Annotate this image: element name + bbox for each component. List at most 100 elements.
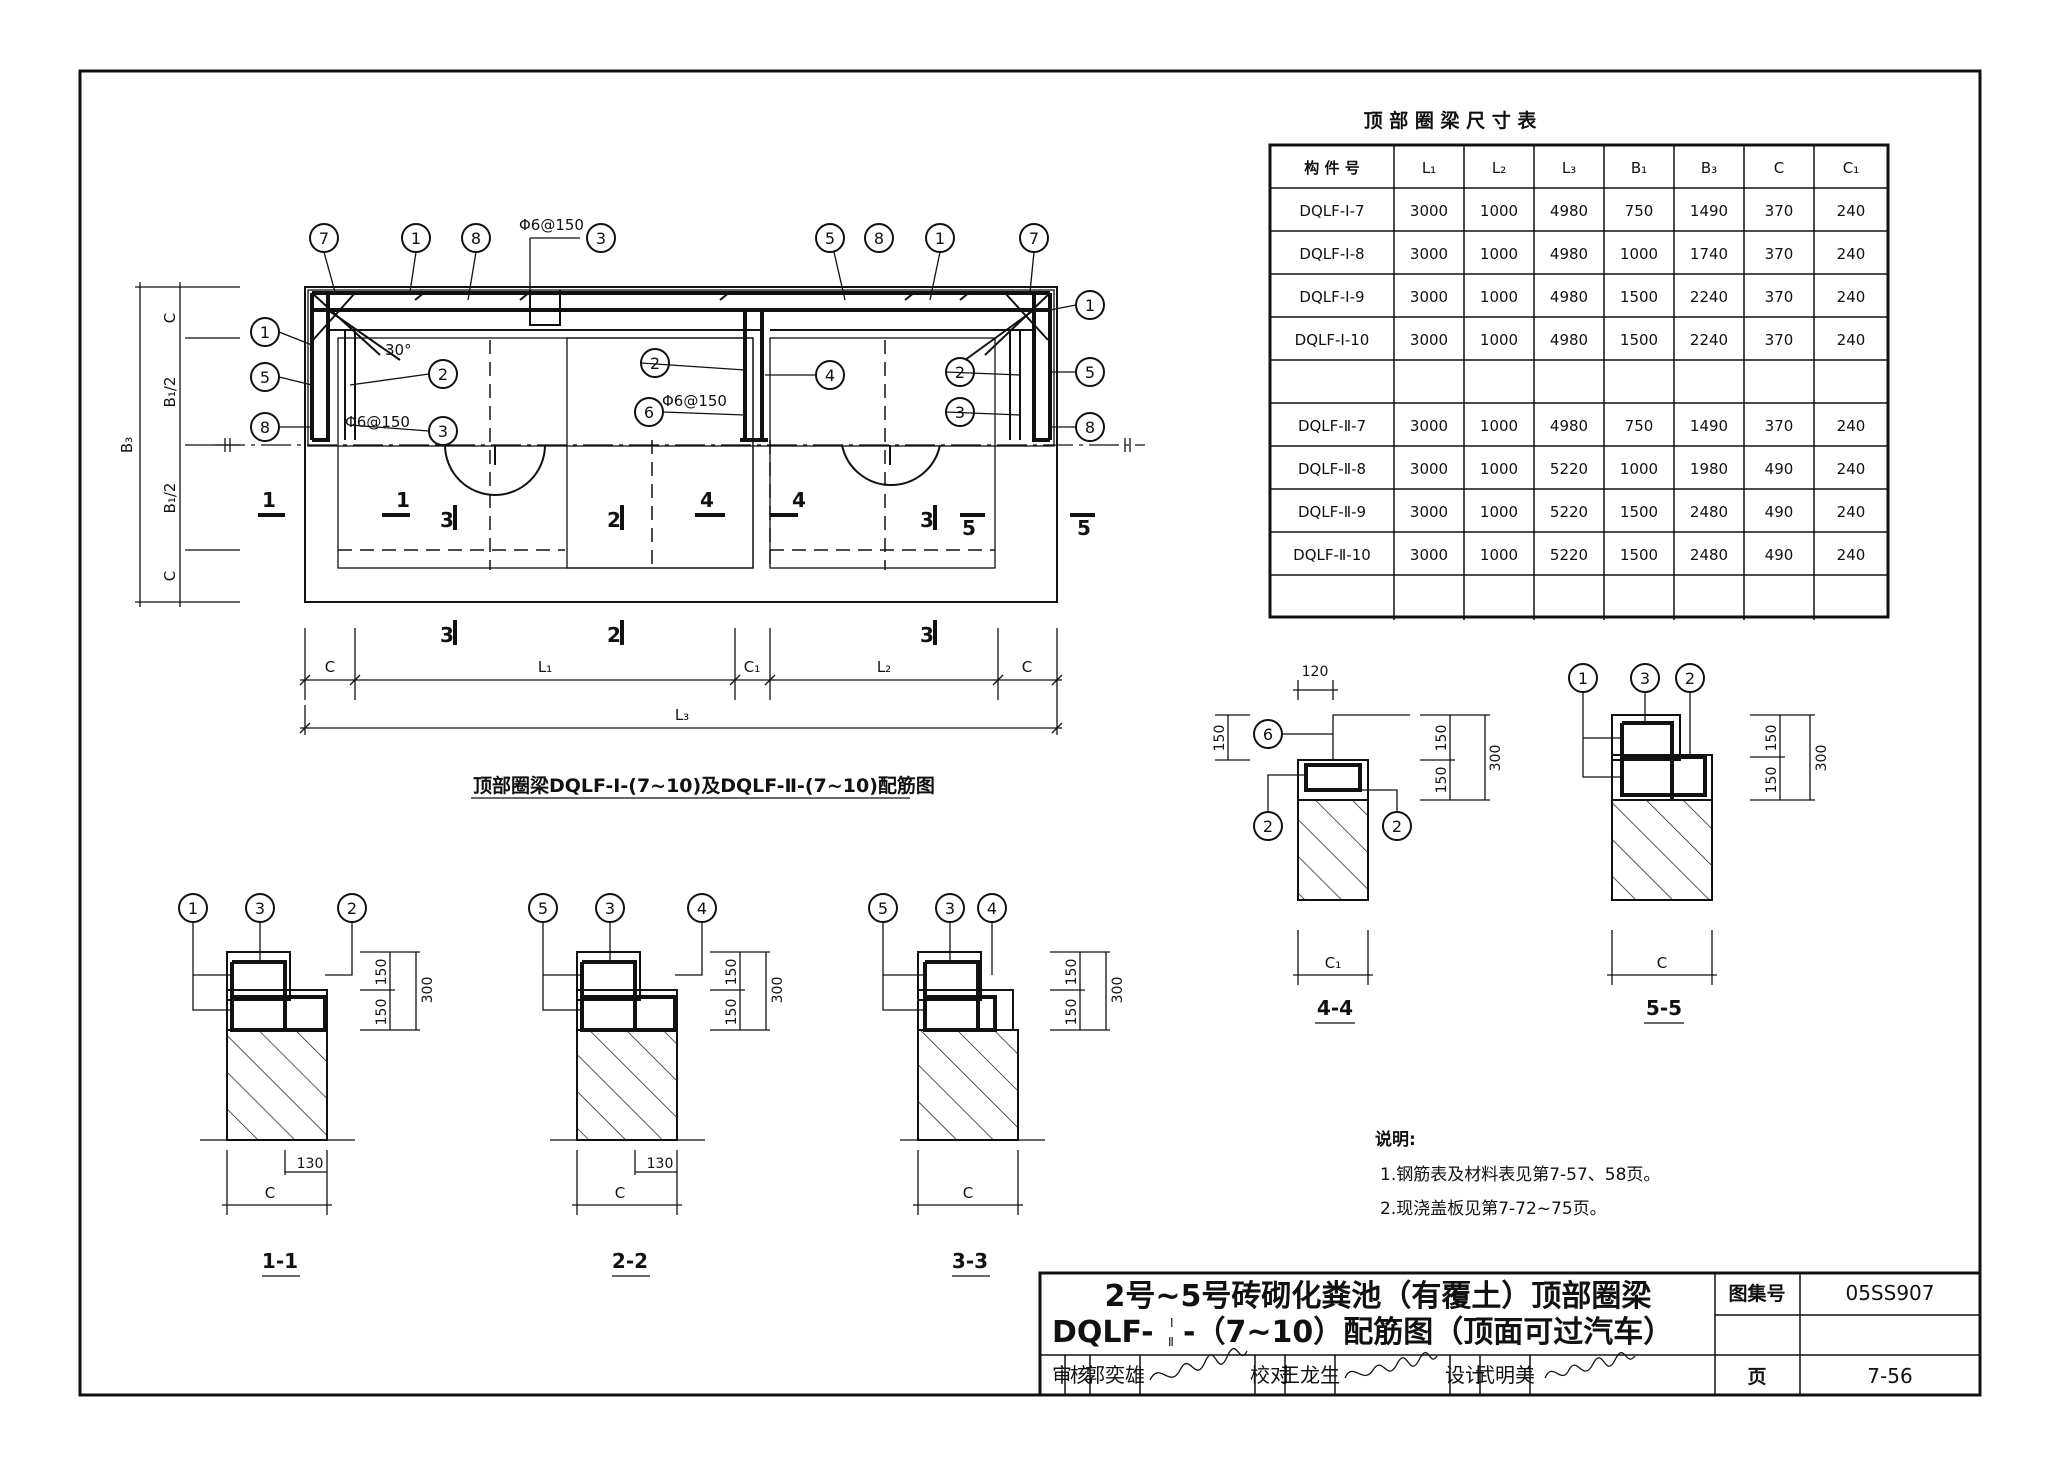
table-cell: 1500	[1620, 546, 1658, 564]
s44-dim-120: 120	[1302, 664, 1329, 680]
table-cell: 370	[1765, 417, 1794, 435]
table-cell: 240	[1837, 288, 1866, 306]
callout-circle: 1	[925, 223, 955, 253]
callout-circle: 8	[864, 223, 894, 253]
plan-mark-3c: 3	[440, 623, 454, 647]
table-cell: 240	[1837, 460, 1866, 478]
table-cell: 2480	[1690, 503, 1728, 521]
section-2-2: 130 C 150 150 300 5 3 4 2-2	[528, 893, 786, 1277]
plan-mark-5b: 5	[1077, 516, 1091, 540]
s11-dim-c: C	[265, 1184, 275, 1202]
table-cell: 240	[1837, 503, 1866, 521]
table-cell: 4980	[1550, 288, 1588, 306]
plan-mark-1a: 1	[262, 488, 276, 512]
table-cell: 2240	[1690, 288, 1728, 306]
plan-dim-l3: L₃	[675, 706, 689, 724]
table-cell: 370	[1765, 331, 1794, 349]
callout-circle: 1	[250, 317, 280, 347]
table-cell: 1000	[1480, 288, 1518, 306]
s33-dim-300: 300	[1110, 977, 1126, 1004]
table-cell: 1000	[1620, 245, 1658, 263]
table-cell: 5220	[1550, 546, 1588, 564]
reviewer-signature	[1149, 1348, 1248, 1381]
svg-text:1: 1	[935, 229, 945, 248]
svg-text:7: 7	[1029, 229, 1039, 248]
table-header-cell: L₃	[1562, 159, 1576, 177]
plan-mark-1b: 1	[396, 488, 410, 512]
svg-text:3: 3	[1640, 669, 1650, 688]
section-1-1: 130 C 150 150 300 1 3 2 1-1	[178, 893, 436, 1277]
plan-rebar-note-mid: Φ6@150	[662, 392, 727, 410]
checker-name: 王龙生	[1280, 1363, 1340, 1387]
svg-text:8: 8	[1085, 418, 1095, 437]
table-header-cell: L₂	[1492, 159, 1506, 177]
table-cell: 4980	[1550, 245, 1588, 263]
table-cell: 3000	[1410, 288, 1448, 306]
callout-circle: 8	[461, 223, 491, 253]
table-title: 顶 部 圈 梁 尺 寸 表	[1364, 109, 1538, 132]
s22-dim-300: 300	[770, 977, 786, 1004]
s22-dim-150b: 150	[724, 999, 740, 1026]
svg-text:5: 5	[1085, 363, 1095, 382]
svg-text:4: 4	[825, 366, 835, 385]
table-cell: 5220	[1550, 460, 1588, 478]
s44-dim-150b: 150	[1434, 767, 1450, 794]
table-cell: 1000	[1480, 503, 1518, 521]
plan-title: 顶部圈梁DQLF-Ⅰ-(7~10)及DQLF-Ⅱ-(7~10)配筋图	[473, 774, 935, 797]
svg-text:4: 4	[987, 899, 997, 918]
s44-dim-150a: 150	[1434, 725, 1450, 752]
table-header-cell: B₁	[1631, 159, 1647, 177]
callout-circle: 5	[815, 223, 845, 253]
title-frac-top: Ⅰ	[1170, 1316, 1174, 1330]
table-cell: 3000	[1410, 331, 1448, 349]
s33-dim-150b: 150	[1064, 999, 1080, 1026]
callout-circle: 2	[428, 359, 458, 389]
plan-mark-5a: 5	[962, 516, 976, 540]
plan-mark-3b: 3	[920, 508, 934, 532]
table-cell: 490	[1765, 546, 1794, 564]
designer-signature	[1544, 1352, 1636, 1379]
callout-circle: 7	[1019, 223, 1049, 253]
callout-circle: 8	[250, 412, 280, 442]
title-line-1: 2号~5号砖砌化粪池（有覆土）顶部圈梁	[1105, 1279, 1652, 1314]
notes-item-1: 1.钢筋表及材料表见第7-57、58页。	[1380, 1165, 1660, 1185]
svg-text:6: 6	[644, 403, 654, 422]
s11-label: 1-1	[262, 1249, 298, 1273]
section-4-4: C₁ 120 150 150 150 300 6 2 2 4-4	[1212, 664, 1504, 1024]
sheet-border	[78, 69, 1982, 1397]
table-cell: 1490	[1690, 202, 1728, 220]
s55-dim-150a: 150	[1764, 725, 1780, 752]
table-cell: DQLF-Ⅱ-10	[1293, 546, 1371, 564]
svg-text:3: 3	[596, 229, 606, 248]
plan-dim-l2: L₂	[877, 658, 891, 676]
table-cell: 1490	[1690, 417, 1728, 435]
table-header-cell: 构 件 号	[1304, 159, 1359, 177]
s55-label: 5-5	[1646, 996, 1682, 1020]
table-cell: 1000	[1480, 546, 1518, 564]
callout-circle: 5	[1075, 357, 1105, 387]
table-cell: 4980	[1550, 417, 1588, 435]
table-cell: 240	[1837, 202, 1866, 220]
page-number: 7-56	[1867, 1364, 1912, 1388]
plan-mark-2a: 2	[607, 508, 621, 532]
table-cell: 240	[1837, 546, 1866, 564]
table-cell: DQLF-Ⅰ-9	[1299, 288, 1364, 306]
page-label: 页	[1747, 1366, 1766, 1388]
table-cell: 1000	[1480, 202, 1518, 220]
s11-dim-300: 300	[420, 977, 436, 1004]
atlas-number: 05SS907	[1845, 1281, 1934, 1305]
plan-mark-3d: 3	[920, 623, 934, 647]
plan-angle: 30°	[385, 341, 412, 359]
table-cell: DQLF-Ⅰ-7	[1299, 202, 1364, 220]
callout-circle: 1	[1075, 290, 1105, 320]
table-cell: 240	[1837, 245, 1866, 263]
s11-dim-130: 130	[297, 1156, 324, 1172]
title-frac-bottom: Ⅱ	[1168, 1335, 1174, 1349]
callout-circle: 1	[401, 223, 431, 253]
table-header-cell: B₃	[1701, 159, 1717, 177]
s55-dim-150b: 150	[1764, 767, 1780, 794]
plan-mark-4a: 4	[700, 488, 714, 512]
svg-text:5: 5	[878, 899, 888, 918]
